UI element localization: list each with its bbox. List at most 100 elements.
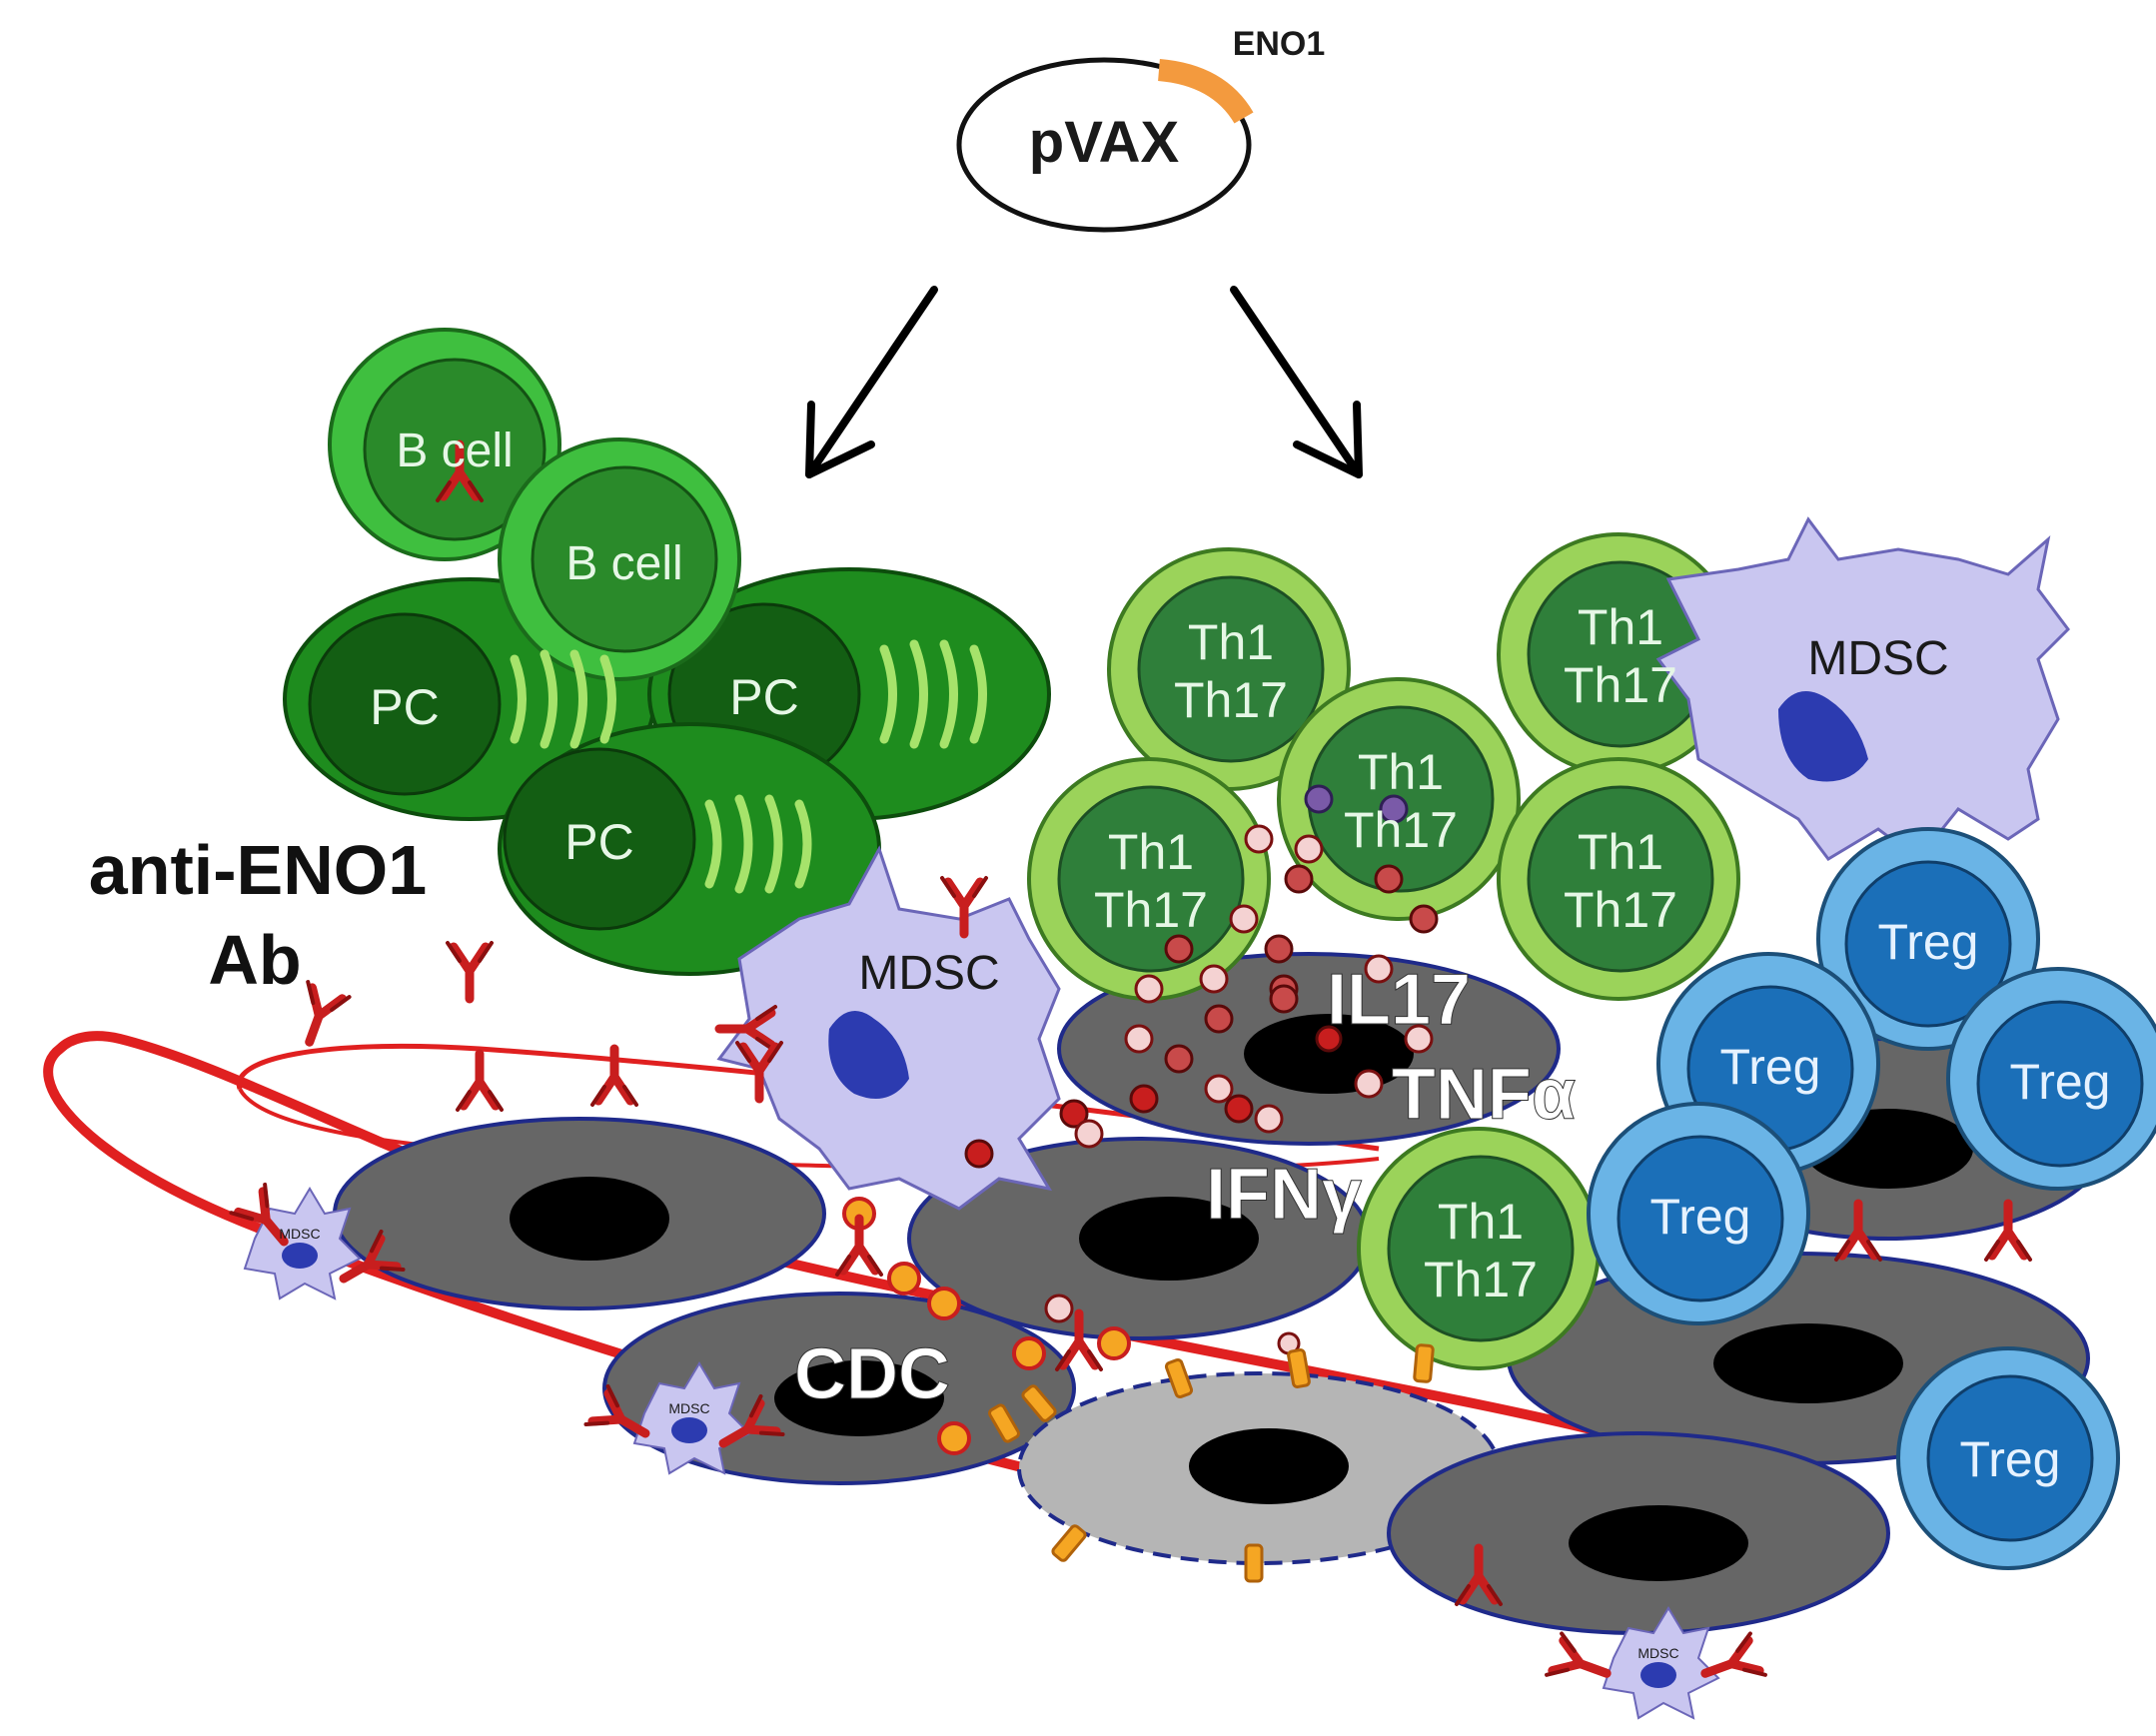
treg-label: Treg: [1960, 1431, 2061, 1487]
treg-label: Treg: [2010, 1054, 2111, 1110]
mdsc-label-small: MDSC: [668, 1400, 709, 1416]
mdsc-label: MDSC: [858, 947, 999, 1000]
complement-dot: [887, 1262, 921, 1296]
cytokine-dot: [1315, 1025, 1343, 1053]
cytokine-granules: [964, 784, 1439, 1355]
treg-label: Treg: [1720, 1039, 1821, 1095]
mdsc-cell: [716, 845, 1061, 1211]
th-label-line1: Th1: [1438, 1194, 1524, 1250]
mdsc-cell: [1655, 516, 2070, 862]
cytokine-dot: [1354, 1069, 1384, 1099]
cytokine-dot: [1269, 984, 1299, 1014]
cdc-label: CDC: [794, 1334, 950, 1414]
treg-cell-nucleus: [1844, 860, 2012, 1028]
complement-dot: [1012, 1336, 1046, 1370]
complement-dot: [927, 1287, 961, 1320]
treg-cell-nucleus: [1976, 1000, 2144, 1168]
arrow-left-head: [805, 401, 875, 478]
th-label-line2: Th17: [1344, 802, 1458, 858]
th-label-line1: Th1: [1578, 599, 1663, 655]
tumor-cell-nucleus: [1189, 1428, 1349, 1504]
arrow-right-head: [1293, 401, 1363, 478]
cytokine-dot: [1164, 1044, 1194, 1074]
cytokine-dot: [1264, 934, 1294, 964]
plasma-cell-nucleus: [503, 747, 696, 931]
cytokine-dot: [1059, 1099, 1089, 1129]
cytokine-dot: [1199, 964, 1229, 994]
cytokine-dot: [1409, 904, 1439, 934]
cytokine-dot: [1129, 1084, 1159, 1114]
th-label-line2: Th17: [1564, 882, 1677, 938]
mdsc-nucleus: [1778, 691, 1868, 782]
mdsc-label: MDSC: [1807, 632, 1948, 685]
cytokine-dot: [1404, 1024, 1434, 1054]
th-label-line1: Th1: [1358, 744, 1444, 800]
th-cell-nucleus: [1527, 785, 1714, 973]
b-cell-nucleus: [363, 358, 546, 541]
arrow-right: [1230, 286, 1363, 478]
th-label-line1: Th1: [1188, 614, 1274, 670]
mdsc-label-small: MDSC: [1637, 1645, 1678, 1661]
b-cell-label: B cell: [565, 537, 682, 590]
plasmid-label: pVAX: [1029, 110, 1180, 175]
cytokine-dot: [1294, 834, 1324, 864]
complement-dot: [1097, 1326, 1131, 1360]
cytokine-dot: [1364, 954, 1394, 984]
cytokine-dot: [1044, 1294, 1074, 1323]
il17-label: IL17: [1327, 960, 1471, 1040]
cytokine-dot: [1074, 1119, 1104, 1149]
cytokine-dot: [1284, 864, 1314, 894]
mdsc-nucleus: [828, 1011, 909, 1099]
cytokine-dot: [964, 1139, 994, 1169]
pvax-plasmid: [956, 57, 1254, 233]
antibody-label-line1: anti-ENO1: [89, 831, 427, 909]
cytokine-dot: [1204, 1074, 1234, 1104]
th-cell-nucleus: [1057, 785, 1245, 973]
tumor-cell-nucleus: [510, 1177, 669, 1261]
cytokine-dot: [1374, 864, 1404, 894]
tnf-label: TNFα: [1392, 1055, 1576, 1135]
th-label-line2: Th17: [1564, 657, 1677, 713]
mdsc-small: [243, 1187, 362, 1301]
th-cell-nucleus: [1387, 1155, 1575, 1342]
mdsc-label-small: MDSC: [279, 1226, 320, 1242]
eno1-insert-label: ENO1: [1233, 25, 1326, 63]
cytokine-dot: [1254, 1104, 1284, 1134]
treg-cluster: [1587, 827, 2156, 1570]
mdsc-small: [1602, 1606, 1720, 1720]
cytokine-dot: [1304, 784, 1334, 814]
cytokine-dot: [1164, 934, 1194, 964]
plasma-cell-label: PC: [370, 679, 439, 735]
b-cell-nucleus: [531, 465, 718, 653]
arrows: [805, 286, 1363, 478]
treg-cell-nucleus: [1617, 1135, 1784, 1302]
plasmid-ring: [956, 57, 1252, 233]
cytokine-dot: [1379, 794, 1409, 824]
b-cell-cluster: [283, 328, 1051, 976]
th-label-line2: Th17: [1094, 882, 1208, 938]
arrow-left: [805, 286, 938, 478]
plasma-cell-nucleus: [308, 612, 502, 796]
tumor-cell-nucleus: [1713, 1323, 1903, 1403]
cytokine-dot: [1124, 1024, 1154, 1054]
cytokine-dot: [1224, 1094, 1254, 1124]
tumor-cell-nucleus: [774, 1360, 944, 1436]
th-label-line1: Th1: [1578, 824, 1663, 880]
tumor-cell-nucleus: [1569, 1505, 1748, 1581]
eno1-insert: [1157, 59, 1254, 124]
cytokine-dot: [1134, 974, 1164, 1004]
plasma-cell-label: PC: [729, 669, 798, 725]
antibody-label-line2: Ab: [208, 921, 301, 999]
th-cell-nucleus: [1137, 575, 1325, 763]
th-label-line1: Th1: [1108, 824, 1194, 880]
plasma-cell-label: PC: [564, 814, 633, 870]
ifn-label: IFNγ: [1206, 1155, 1362, 1235]
mdsc-cells: [716, 516, 2070, 1211]
b-cell-label: B cell: [396, 425, 513, 477]
treg-label: Treg: [1878, 914, 1979, 970]
treg-cell-nucleus: [1926, 1374, 2094, 1542]
tumor-cell-nucleus: [1079, 1197, 1259, 1281]
cytokine-dot: [1229, 904, 1259, 934]
